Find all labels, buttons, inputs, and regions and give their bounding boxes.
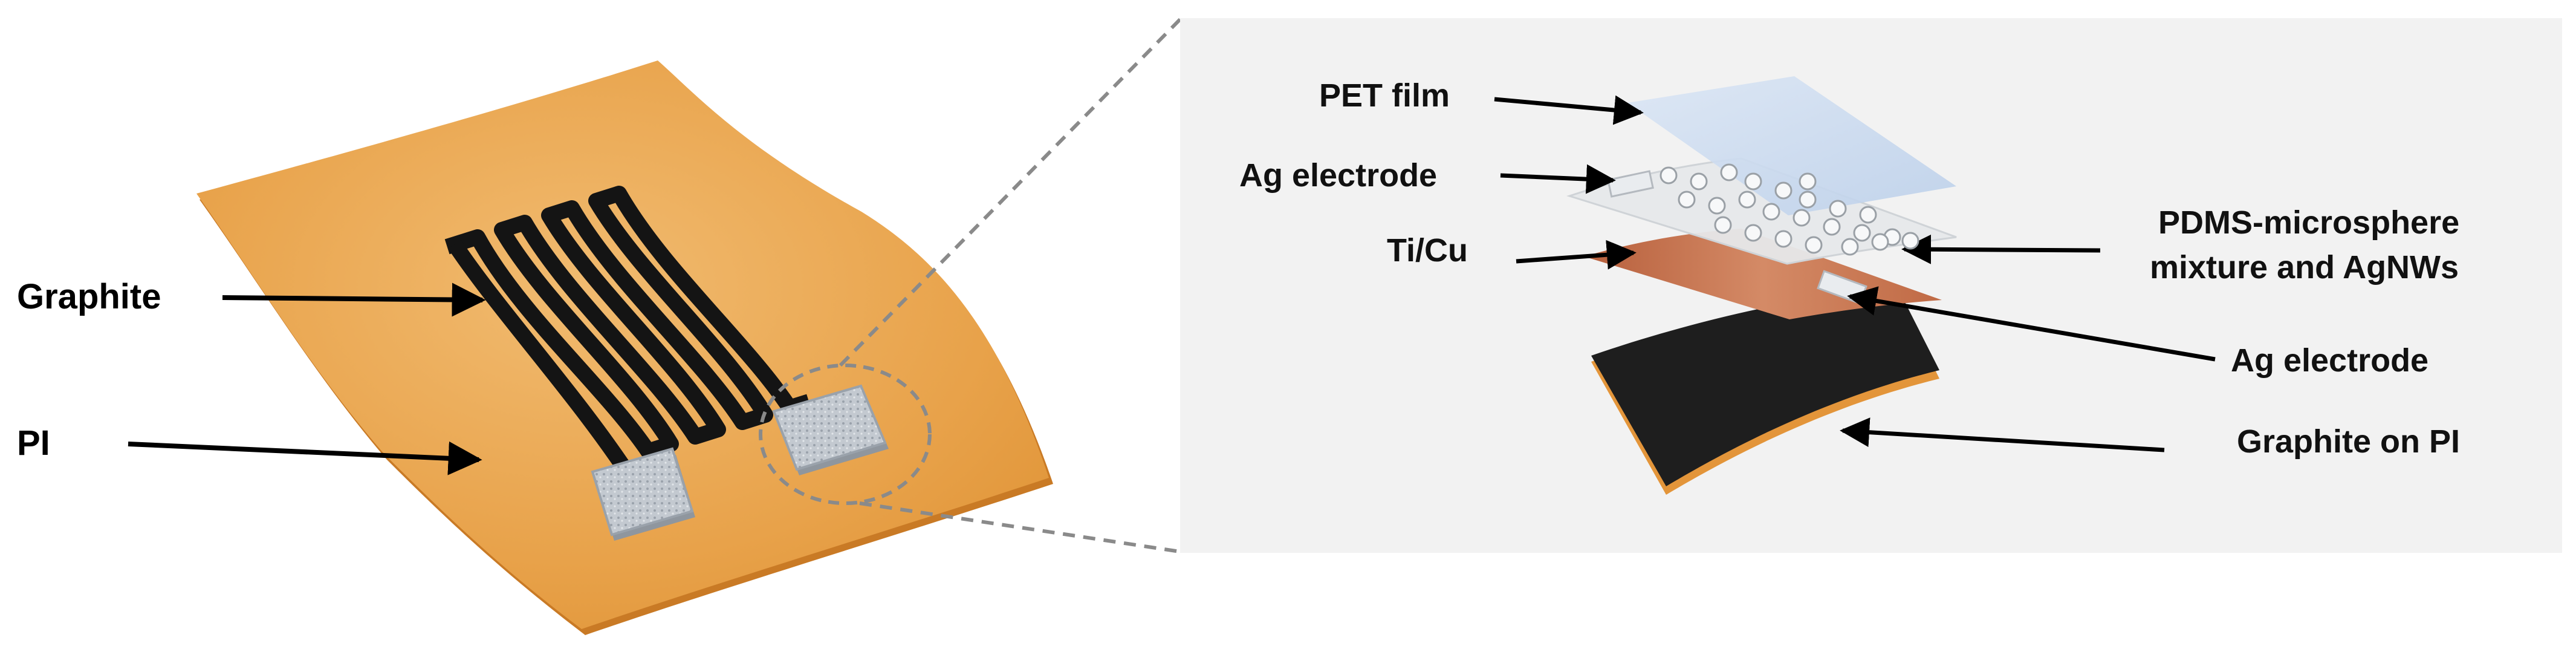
microsphere	[1659, 166, 1678, 184]
arrow-pet-film	[1494, 95, 1644, 125]
label-pdms-line1: PDMS-microsphere	[2158, 204, 2459, 241]
label-graphite: Graphite	[17, 277, 161, 316]
graphite-on-pi-layer	[1591, 287, 1939, 495]
microsphere	[1871, 233, 1889, 251]
microsphere	[1714, 216, 1732, 234]
microsphere	[1805, 236, 1823, 254]
label-pet-film: PET film	[1319, 77, 1450, 114]
arrow-pi	[128, 441, 482, 475]
microsphere	[1841, 238, 1859, 256]
silver-pad-left	[591, 447, 695, 541]
microsphere	[1823, 218, 1841, 236]
pet-film-layer	[1627, 76, 1956, 215]
label-ti-cu: Ti/Cu	[1387, 232, 1468, 269]
microsphere	[1744, 224, 1762, 242]
microsphere	[1829, 200, 1847, 218]
microspheres	[1659, 163, 1919, 256]
arrow-graphite-on-pi	[1840, 417, 2165, 452]
label-pi: PI	[17, 423, 50, 463]
label-ag-electrode-top: Ag electrode	[1239, 157, 1437, 194]
label-pdms-line2: mixture and AgNWs	[2150, 249, 2459, 285]
microsphere	[1799, 191, 1817, 209]
arrow-graphite	[222, 282, 486, 317]
microsphere	[1720, 163, 1738, 181]
zoom-circle	[759, 364, 932, 505]
microsphere	[1799, 172, 1817, 191]
microsphere	[1774, 230, 1792, 248]
arrow-ag-electrode-right	[1847, 286, 2216, 362]
arrow-pdms	[1901, 234, 2101, 264]
arrow-ti-cu	[1516, 240, 1637, 270]
silver-pad-right	[772, 384, 889, 475]
label-ag-electrode-right: Ag electrode	[2231, 342, 2428, 379]
microsphere	[1738, 191, 1756, 209]
zoom-line-top	[839, 18, 1182, 367]
microsphere	[1901, 232, 1919, 250]
graphite-serpentine-electrode	[444, 186, 801, 459]
microsphere	[1792, 209, 1811, 227]
microsphere	[1708, 197, 1726, 215]
microsphere	[1762, 203, 1780, 221]
pi-substrate-illustration	[196, 60, 1053, 635]
microsphere	[1774, 181, 1792, 200]
microsphere	[1859, 206, 1877, 224]
microsphere	[1690, 172, 1708, 191]
microsphere	[1678, 191, 1696, 209]
zoom-line-bottom	[859, 501, 1181, 553]
label-graphite-on-pi: Graphite on PI	[2237, 423, 2460, 460]
graphite-lead-left	[448, 240, 641, 489]
microsphere	[1744, 172, 1762, 191]
microsphere	[1853, 224, 1871, 242]
arrow-ag-electrode-top	[1500, 164, 1616, 194]
